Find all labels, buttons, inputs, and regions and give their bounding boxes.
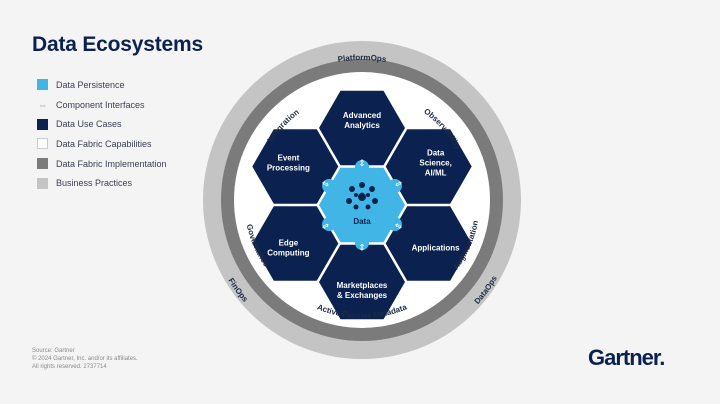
data-persistence-hex [319,167,405,243]
source-text: Source: Gartner [32,348,75,354]
data-dots-icon [372,198,378,204]
swatch-icon [37,79,48,91]
legend-label: Business Practices [56,178,133,189]
page-title: Data Ecosystems [32,33,203,56]
data-dots-icon [346,198,352,204]
data-dots-icon [366,193,370,197]
legend-item-component-interfaces: ⇔ Component Interfaces [37,95,167,115]
data-dots-icon [358,193,366,201]
use-case-hex [319,90,405,166]
legend-label: Data Persistence [56,79,125,90]
puzzle-nub [387,179,402,193]
use-case-label: Marketplaces& Exchanges [337,281,388,300]
puzzle-nub [322,179,337,193]
interface-arrow-icon: ⇕ [358,158,366,168]
use-case-hex [385,129,472,204]
legend-item-business-practices: Business Practices [37,173,167,193]
source-note: Source: Gartner © 2024 Gartner, Inc. and… [32,347,138,371]
interface-arrow-icon: ⇕ [392,178,404,190]
data-dots-icon [359,182,365,188]
legend-label: Data Use Cases [56,119,122,130]
legend-item-data-fabric-implementation: Data Fabric Implementation [37,154,167,174]
swatch-icon [37,158,48,170]
use-case-hex [252,206,339,281]
ring-label: PlatformOps [337,53,387,64]
double-arrow-icon: ⇔ [38,99,47,110]
use-case-hex [319,244,405,320]
legend-item-data-persistence: Data Persistence [37,75,167,95]
puzzle-nub [322,217,337,231]
legend-item-data-fabric-capabilities: Data Fabric Capabilities [37,134,167,154]
data-dots-icon [353,204,359,210]
legend-item-data-use-cases: Data Use Cases [37,114,167,134]
data-dots-icon [360,192,364,196]
data-dots-icon [369,186,375,192]
gartner-logo: Gartner. [588,345,665,370]
data-dots-icon [354,193,358,197]
swatch-icon [37,118,48,130]
legend-label: Data Fabric Capabilities [56,138,152,149]
interface-arrow-icon: ⇕ [392,220,404,232]
puzzle-nub [387,217,402,231]
puzzle-nub [355,236,369,250]
interface-arrow-icon: ⇕ [319,220,331,232]
rights-text: All rights reserved. 2737714 [32,364,107,370]
data-dots-icon [349,186,355,192]
copyright-text: © 2024 Gartner, Inc. and/or its affiliat… [32,356,138,362]
data-dots-icon [365,204,371,210]
swatch-icon [37,177,48,189]
use-case-label: Applications [412,244,461,253]
puzzle-nub [355,160,369,174]
legend-label: Data Fabric Implementation [56,158,167,169]
legend-label: Component Interfaces [56,99,145,110]
interface-arrow-icon: ⇕ [319,178,331,190]
use-case-hex [252,129,339,204]
use-case-hex [385,206,472,281]
interface-arrow-icon: ⇕ [358,242,366,252]
swatch-icon [37,138,48,150]
data-center-label: Data [353,217,371,226]
legend: Data Persistence ⇔ Component Interfaces D… [37,75,167,193]
